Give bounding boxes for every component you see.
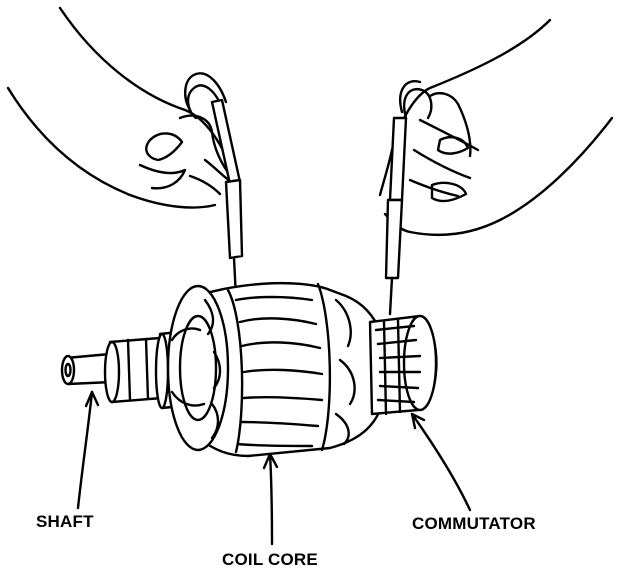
- coil-core: [166, 281, 389, 458]
- shaft-label: SHAFT: [36, 512, 94, 531]
- shaft-arrow: [76, 390, 100, 510]
- left-hand: [6, 6, 242, 209]
- right-hand: [378, 18, 614, 237]
- right-probe: [384, 80, 433, 316]
- shaft: [60, 330, 184, 410]
- left-probe: [184, 72, 244, 300]
- commutator-arrow: [410, 412, 472, 512]
- commutator-label: COMMUTATOR: [412, 514, 536, 533]
- coil-core-arrow: [262, 452, 279, 546]
- commutator: [368, 314, 438, 416]
- armature: [60, 281, 438, 458]
- coil-core-label: COIL CORE: [222, 550, 318, 569]
